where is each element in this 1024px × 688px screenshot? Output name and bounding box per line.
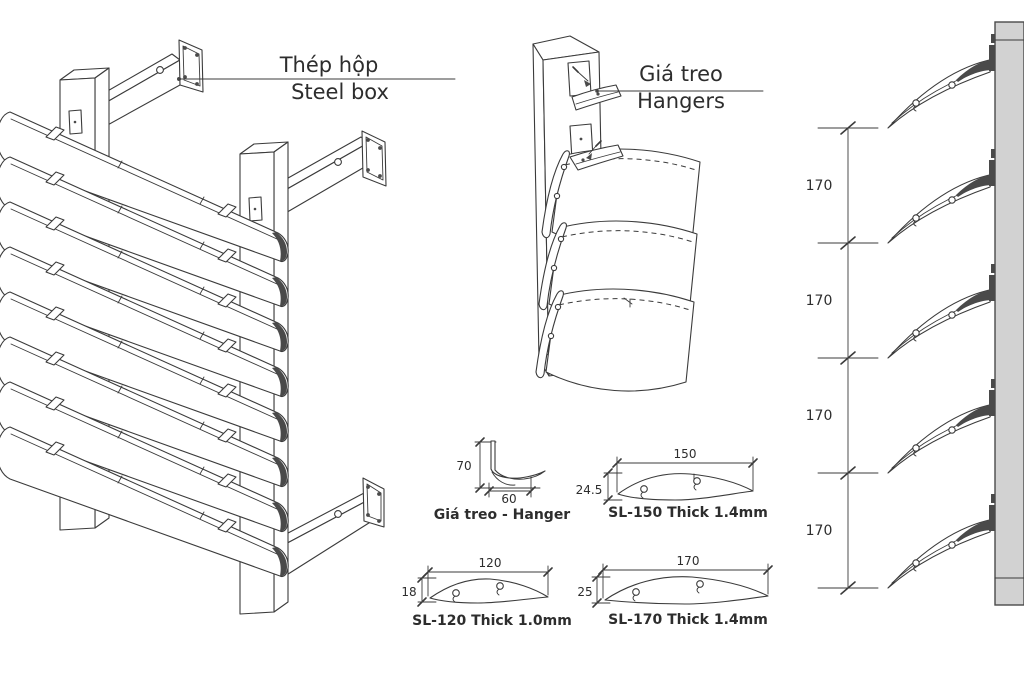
sl150-width-dim: 150 [674, 447, 697, 461]
sl150-profile: 150 24.5 SL-150 Thick 1.4mm [576, 447, 768, 521]
screw-mark [623, 297, 633, 308]
screw-arrow-top [572, 66, 591, 87]
hanger-profile: 70 60 Giá treo - Hanger [434, 437, 571, 523]
spacing-dimension: 170 170 170 170 [806, 121, 879, 595]
hanger-bracket-bottom [569, 144, 624, 171]
sl120-profile: 120 18 SL-120 Thick 1.0mm [401, 556, 571, 629]
sl150-label: SL-150 Thick 1.4mm [608, 505, 768, 521]
profile-details: 70 60 Giá treo - Hanger 150 24.5 SL-150 … [401, 437, 773, 629]
wall-plate-bottom [362, 477, 385, 528]
sl170-width-dim: 170 [677, 554, 700, 568]
wall-plate-top [178, 39, 204, 93]
side-louver-blade [887, 148, 996, 244]
label-hangers: Hangers [637, 89, 725, 113]
side-louver-blade [887, 378, 996, 474]
screw-arrow-bottom [586, 140, 602, 160]
sl120-label: SL-120 Thick 1.0mm [412, 613, 572, 629]
spacing-label-170: 170 [806, 408, 833, 424]
sl170-height-dim: 25 [577, 585, 592, 599]
isometric-assembly-view: Thép hộp Steel box [0, 39, 456, 615]
steel-box-annotation: Thép hộp Steel box [177, 53, 456, 104]
sl170-label: SL-170 Thick 1.4mm [608, 612, 768, 628]
sl120-width-dim: 120 [479, 556, 502, 570]
louver-sheet [535, 288, 695, 392]
sl120-height-dim: 18 [401, 585, 416, 599]
label-thep-hop: Thép hộp [279, 53, 379, 77]
side-elevation-view: 170 170 170 170 [806, 21, 1024, 606]
steel-box-arm-middle [264, 136, 369, 219]
hangers-annotation: Giá treo Hangers [595, 62, 764, 113]
spacing-label-170: 170 [806, 293, 833, 309]
side-louver-blade [887, 263, 996, 359]
wall-post [994, 21, 1024, 606]
label-steel-box: Steel box [291, 80, 389, 104]
mounting-slot [567, 60, 592, 97]
spacing-label-170: 170 [806, 178, 833, 194]
sl150-height-dim: 24.5 [576, 483, 603, 497]
hanger-width-dim: 60 [501, 492, 516, 506]
spacing-label-170: 170 [806, 523, 833, 539]
sl170-profile: 170 25 SL-170 Thick 1.4mm [577, 554, 773, 628]
side-louver-blade [887, 33, 996, 129]
hanger-height-dim: 70 [456, 459, 471, 473]
side-louver-blade [887, 493, 996, 589]
label-gia-treo: Giá treo [639, 62, 723, 86]
wall-plate-middle [361, 130, 387, 187]
hanger-detail-view: Giá treo Hangers [532, 35, 764, 392]
hanger-profile-label: Giá treo - Hanger [434, 507, 571, 523]
